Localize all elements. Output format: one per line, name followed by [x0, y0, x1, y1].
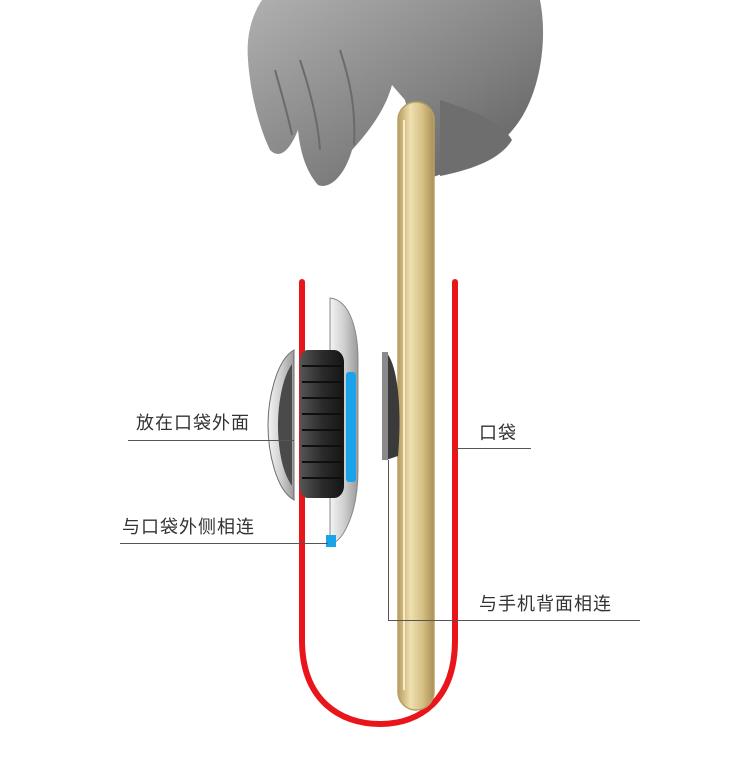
outer-mount: [268, 298, 358, 547]
hand-graphic: [248, 0, 543, 186]
leader-line-outer-side: [120, 543, 328, 544]
leader-line-phone-back-vertical: [388, 460, 389, 620]
label-outside-pocket: 放在口袋外面: [136, 413, 250, 435]
leader-line-phone-back-horizontal: [388, 620, 640, 621]
phone-side-view: [398, 102, 434, 710]
inner-magnet-disc: [382, 352, 400, 460]
leader-line-outside: [128, 440, 294, 441]
label-phone-back: 与手机背面相连: [479, 594, 612, 616]
label-pocket: 口袋: [479, 423, 517, 445]
leader-line-pocket: [455, 448, 531, 449]
label-pocket-outer-side: 与口袋外侧相连: [122, 517, 255, 539]
